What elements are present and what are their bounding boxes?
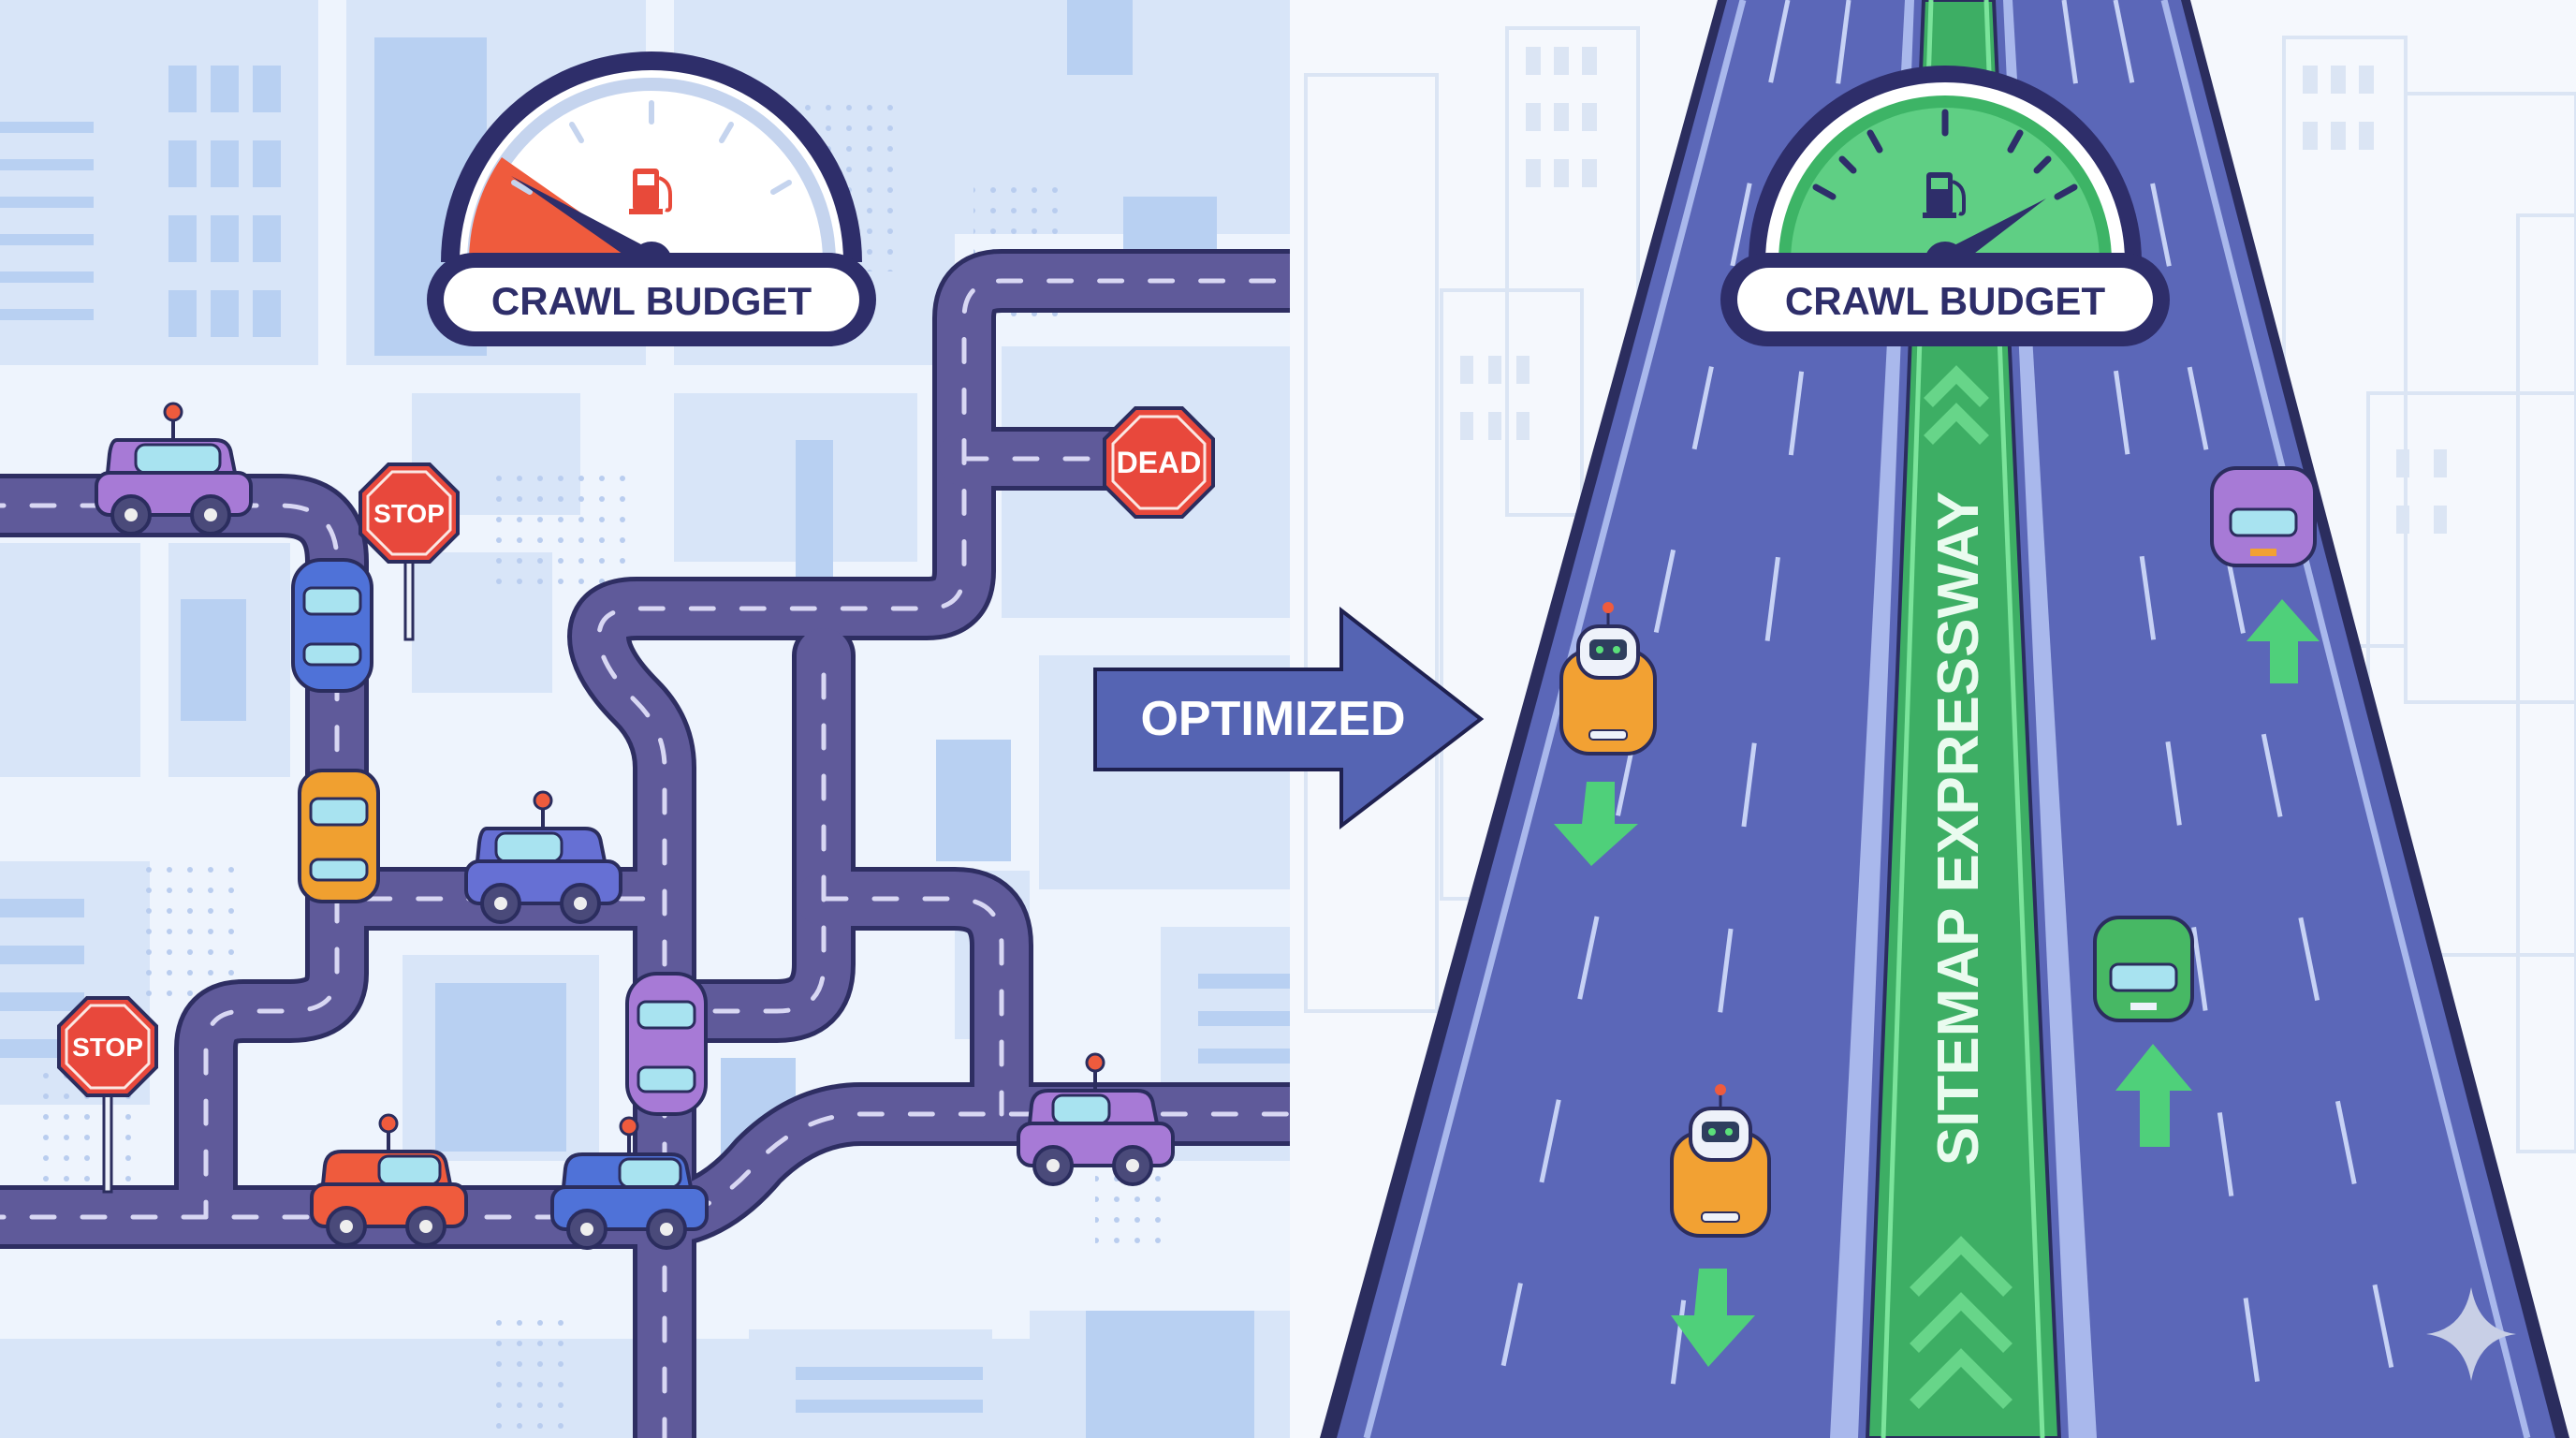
- robot-car: [310, 1113, 468, 1247]
- left-city-panel: STOP STOP DEAD: [0, 0, 1290, 1438]
- top-view-car: [298, 769, 380, 903]
- robot-car-topview: [1559, 602, 1657, 756]
- top-view-car: [625, 972, 708, 1116]
- robot-car: [95, 402, 253, 536]
- robot-car: [464, 790, 622, 924]
- crawl-budget-gauge-high: CRAWL BUDGET: [1720, 66, 2170, 346]
- crawl-budget-gauge-low: CRAWL BUDGET: [427, 51, 876, 346]
- optimized-arrow: OPTIMIZED: [1093, 606, 1485, 830]
- right-highway-panel: SITEMAP EXPRESSWAY: [1290, 0, 2576, 1438]
- fuel-pump-icon: [1923, 172, 1966, 218]
- stop-sign: STOP: [57, 996, 158, 1194]
- dead-end-sign: DEAD: [1103, 406, 1215, 519]
- fuel-pump-icon: [629, 169, 672, 214]
- top-view-car: [291, 558, 373, 693]
- robot-car-topview: [1670, 1084, 1771, 1238]
- stop-sign-label: STOP: [72, 1033, 143, 1062]
- optimized-label: OPTIMIZED: [1140, 692, 1405, 746]
- chevron-up-icons: [1910, 365, 2012, 1409]
- gauge-label: CRAWL BUDGET: [1785, 279, 2106, 323]
- stop-sign-label: STOP: [373, 499, 445, 528]
- car-topview: [2093, 916, 2194, 1022]
- robot-car: [550, 1116, 709, 1250]
- expressway-label: SITEMAP EXPRESSWAY: [1926, 492, 1991, 1166]
- sitemap-expressway: [1865, 0, 2062, 1438]
- dead-end-label: DEAD: [1117, 446, 1202, 479]
- direction-arrow-icons: [1554, 599, 2320, 1367]
- gauge-label: CRAWL BUDGET: [491, 279, 812, 323]
- car-topview: [2210, 466, 2317, 567]
- sparkle-icon: [2426, 1287, 2516, 1381]
- stop-sign: STOP: [359, 462, 460, 641]
- robot-car: [1017, 1052, 1175, 1186]
